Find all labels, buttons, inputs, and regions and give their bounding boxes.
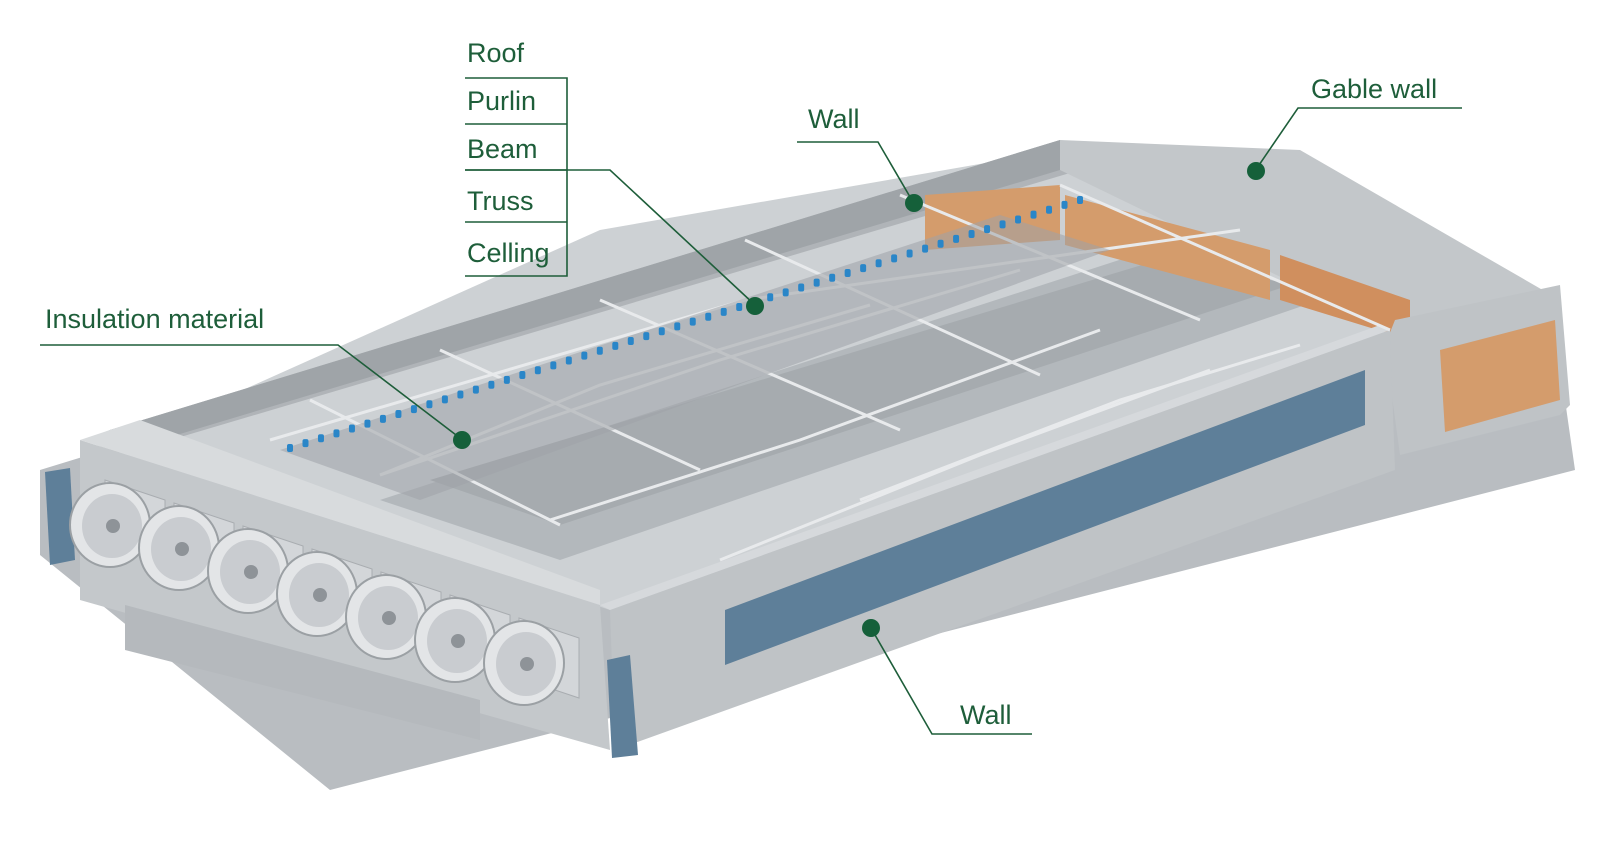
drinker-nipple [348,424,355,433]
drinker-nipple [1030,210,1037,219]
marker-gable-wall [1247,162,1265,180]
drinker-nipple [968,230,975,239]
drinker-nipple [767,293,774,302]
front-wall-top [600,325,1390,610]
drinker-nipple [488,380,495,389]
label-wall-bottom: Wall [960,700,1012,730]
wall-bottom-leader [870,627,1032,735]
stack-bracket [465,77,568,277]
drinker-nipple [1046,205,1053,214]
insulation-leader [40,344,461,439]
drinker-nipple [333,429,340,438]
drinker-nipple [984,225,991,234]
right-blue-panel [607,655,638,758]
exhaust-fan [69,479,166,568]
drinker-nipple [1077,196,1083,204]
drinker-nipple [844,268,851,277]
cooling-pad-end [1440,320,1560,432]
marker-wall-bottom [862,619,880,637]
drinker-nipple [379,414,386,423]
drinker-nipple [999,220,1006,229]
marker-wall-top [905,194,923,212]
drinker-nipple [906,249,913,258]
drinker-nipple [426,400,433,409]
drinker-nipple [643,332,650,341]
label-insulation-material: Insulation material [45,304,265,334]
drinker-nipple [317,434,324,443]
leader-lines [40,77,1462,735]
exhaust-fans [69,479,580,706]
drinker-nipple [658,327,665,336]
exhaust-fan [345,571,442,660]
drinker-nipple [813,278,820,287]
label-celling: Celling [467,238,550,268]
drinker-nipple [953,234,960,243]
drinker-nipple [519,371,526,380]
mesh-area [280,215,1110,500]
drinker-nipple [302,439,309,448]
lower-step [125,605,480,740]
drinker-nipple [829,273,836,282]
side-inlet-panel [725,370,1365,665]
drinker-nipple [1015,215,1022,224]
drinker-nipple [395,409,402,418]
drinker-nipple [736,302,743,311]
drinker-nipple [891,254,898,263]
wall-top-leader [797,141,914,203]
left-blue-panel [45,468,75,565]
exhaust-fan [414,594,511,683]
stack-leader [465,169,756,306]
drinker-nipple [457,390,464,399]
drinker-nipple [503,375,510,384]
drinker-nipple [472,385,479,394]
drinker-nipple [782,288,789,297]
drinker-nipple [689,317,696,326]
drinker-nipple [860,264,867,273]
drinker-nipple [534,366,541,375]
fan-gable-top [80,420,600,605]
cooling-pad-gable [1065,195,1270,300]
drinker-nipple [674,322,681,331]
label-truss: Truss [467,186,534,216]
drinker-nipple [565,356,572,365]
drinker-nipple [922,244,929,253]
marker-insulation [453,431,471,449]
drinker-nipple [287,444,293,452]
drinker-nipple [410,405,417,414]
label-purlin: Purlin [467,86,537,116]
drinker-nipple [627,337,634,346]
exhaust-fan [138,502,235,591]
drinker-nipple [798,283,805,292]
drinker-nipple [364,419,371,428]
label-beam: Beam [467,134,538,164]
exhaust-fan [483,617,580,706]
drinker-nipple [720,307,727,316]
drinker-nipple [875,259,882,268]
drinker-nipple [705,312,712,321]
drinker-nipple [1061,200,1068,209]
marker-dots [453,162,1265,637]
marker-beam [746,297,764,315]
drinker-nipple [612,341,619,350]
drinker-nipple [441,395,448,404]
drinker-nipple [596,346,603,355]
drinker-nipple [581,351,588,360]
drinker-nipple [550,361,557,370]
floor-channel-2 [430,255,1290,525]
label-wall-top: Wall [808,104,860,134]
label-roof: Roof [467,38,525,68]
drinker-nipple [937,239,944,248]
drinker-line [287,196,1083,452]
gable-wall-leader [1256,107,1462,169]
cooling-pad-gable-2 [1280,255,1410,340]
back-wall-face [110,140,1060,455]
label-gable-wall: Gable wall [1311,74,1438,104]
